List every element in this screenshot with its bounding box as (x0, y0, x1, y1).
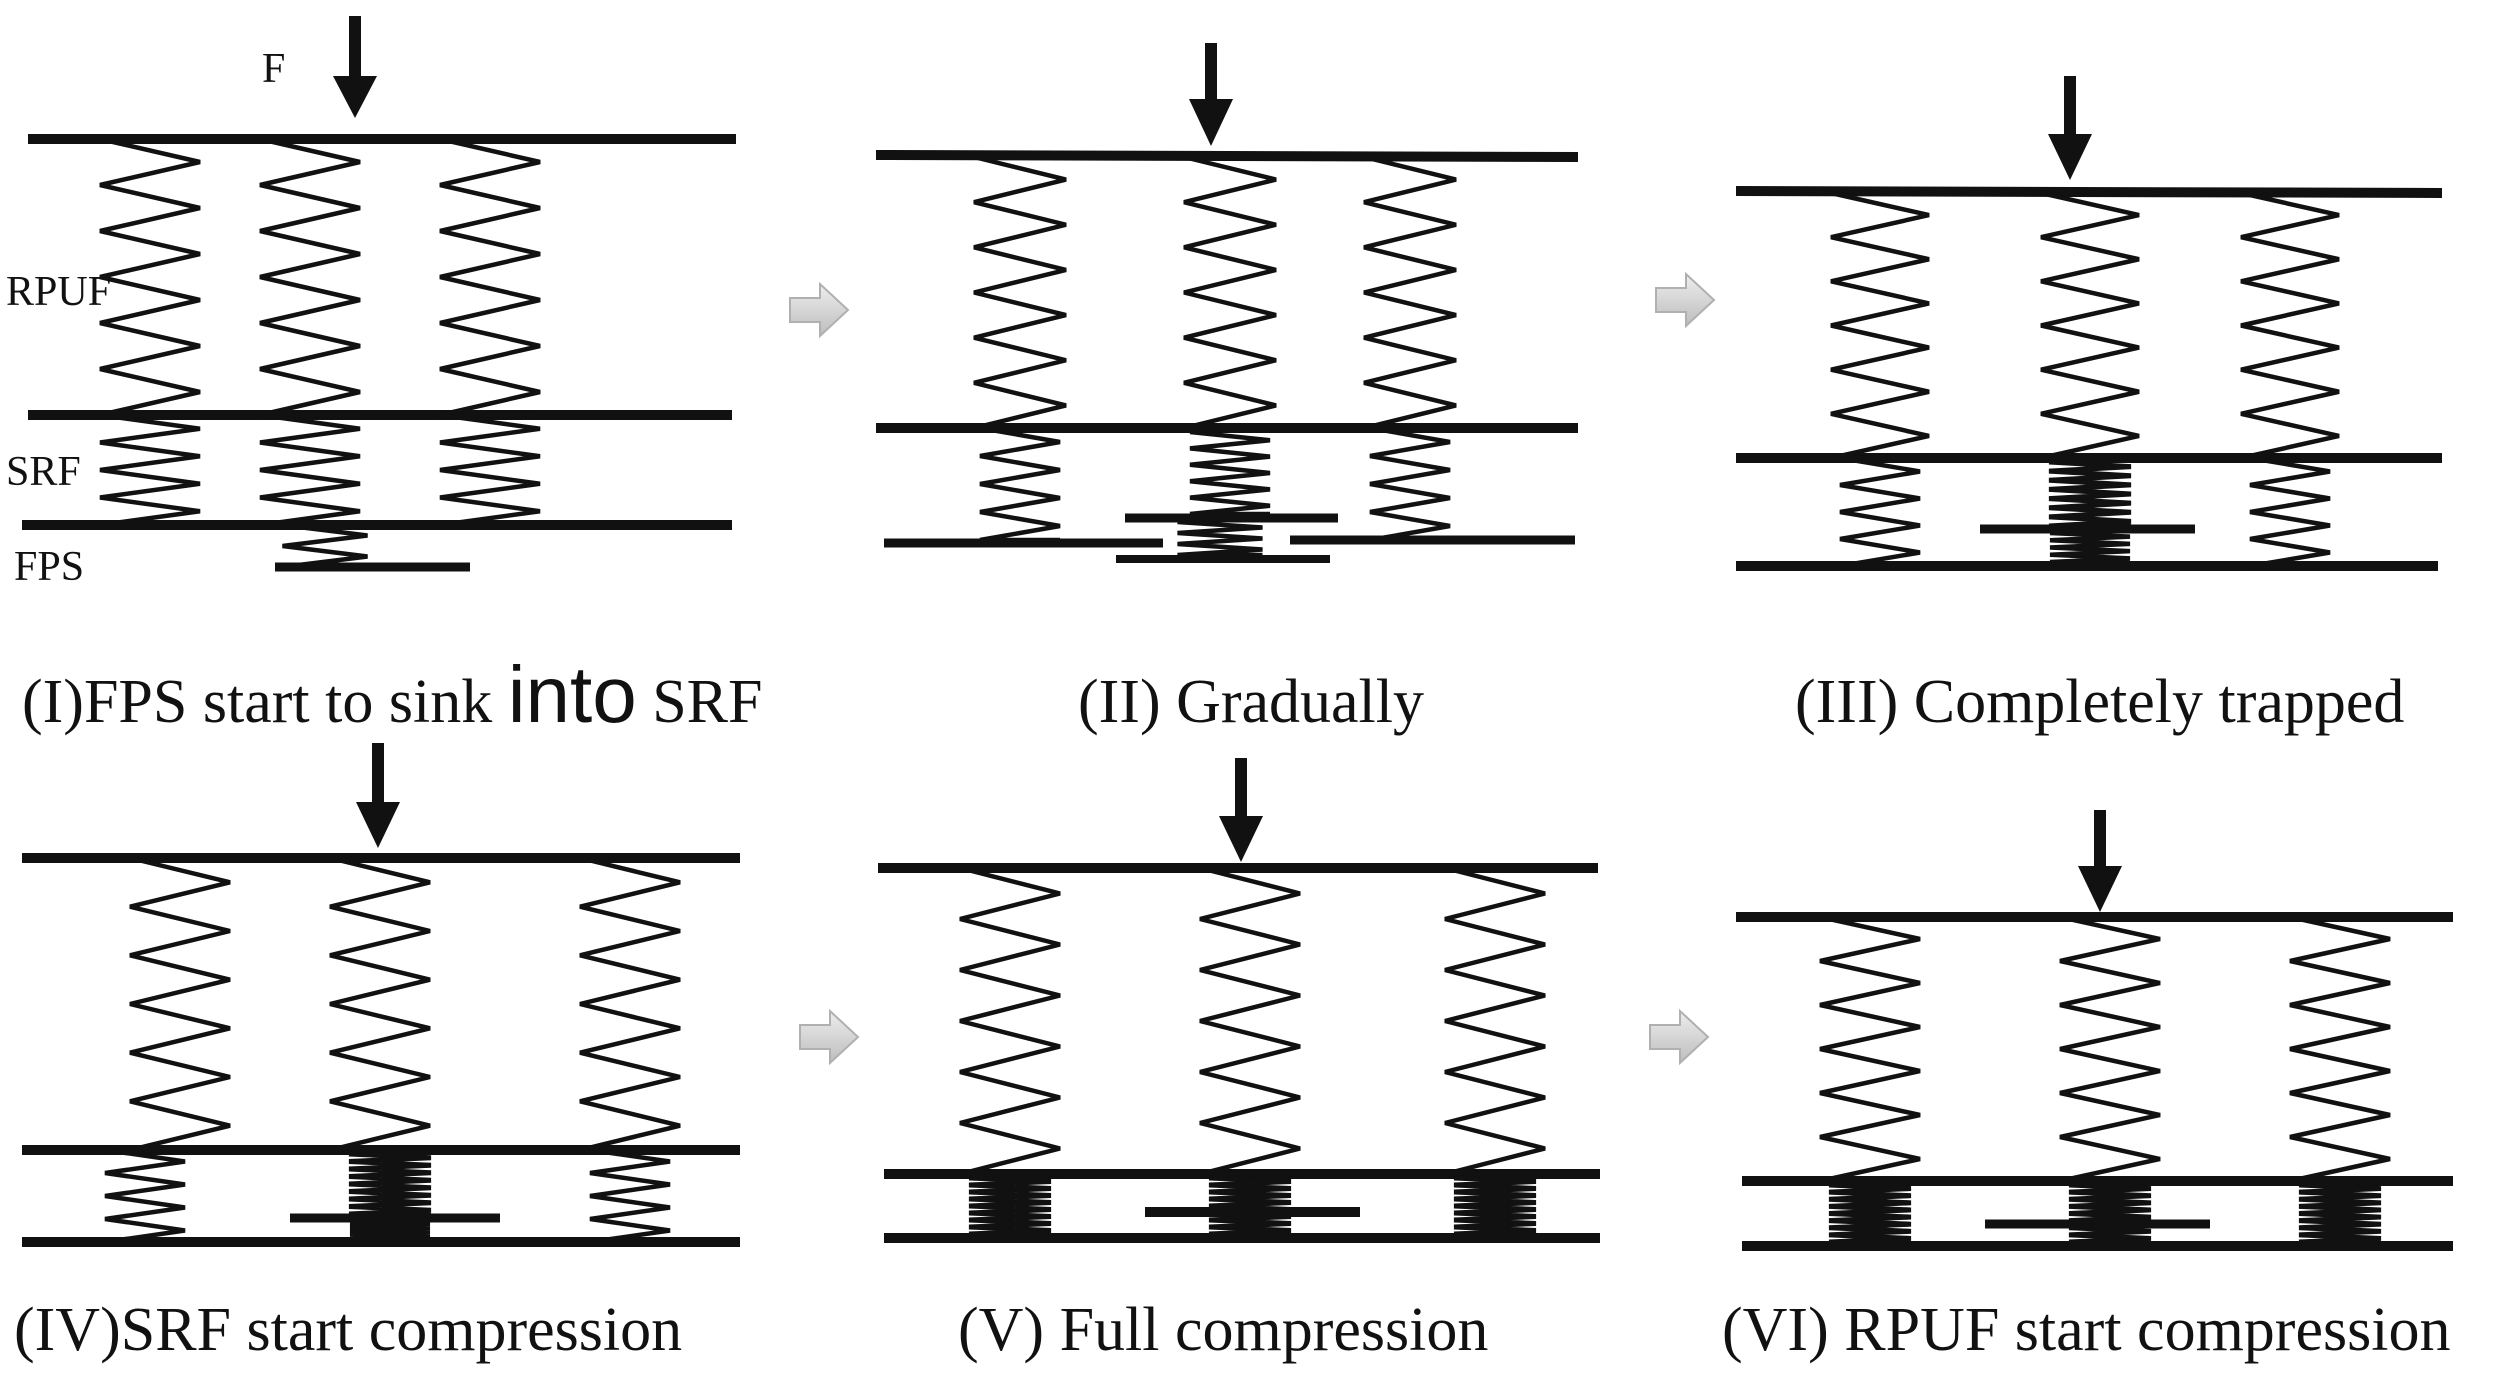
spring (348, 1151, 432, 1217)
panel-3: (III) Completely trapped (1735, 76, 2443, 736)
srf-springs (1828, 1182, 2382, 1245)
srf-springs (968, 1175, 1537, 1237)
rpuf-springs (1819, 914, 2391, 1184)
force-label: F (262, 46, 285, 92)
spring (129, 855, 231, 1153)
panel-4: (IV)SRF start compression (14, 743, 740, 1364)
spring (2298, 1182, 2382, 1245)
spring (2048, 459, 2132, 529)
fps-spring (349, 1219, 431, 1241)
fps-spring (282, 522, 368, 570)
panel-1: F RPUF SRF FPS (I)FPS start to sink into… (6, 16, 763, 739)
right-arrow-icon (789, 281, 850, 339)
down-arrow-icon (2048, 76, 2092, 180)
srf-spring-middle (2048, 459, 2132, 529)
spring (979, 425, 1061, 543)
rpuf-springs (99, 136, 541, 418)
rpuf-springs (959, 865, 1546, 1177)
caption-panel-3: (III) Completely trapped (1795, 668, 2404, 736)
spring (1828, 1182, 1912, 1245)
spring (2059, 914, 2161, 1184)
srf-spring-middle (348, 1151, 432, 1217)
spring (439, 412, 541, 528)
srf-label: SRF (6, 449, 81, 495)
down-arrow-icon (356, 743, 400, 848)
panel-2: (II) Gradually (875, 43, 1579, 736)
srf-springs (99, 412, 541, 528)
srf-springs (1839, 455, 2331, 569)
right-arrow-icon (1649, 1008, 1710, 1066)
spring (282, 522, 368, 570)
caption-panel-4: (IV)SRF start compression (14, 1296, 682, 1364)
spring (1189, 429, 1271, 517)
down-arrow-icon (1189, 43, 1233, 146)
srf-springs (979, 425, 1451, 543)
spring (1839, 455, 1921, 569)
spring (1453, 1175, 1537, 1237)
rpuf-label: RPUF (6, 269, 111, 315)
spring (349, 1219, 431, 1241)
spring (1830, 190, 1930, 461)
panel-6: (VI) RPUF start compression (1722, 810, 2453, 1364)
srf-spring-middle (1189, 429, 1271, 517)
spring (99, 412, 201, 528)
panel-5: (V) Full compression (878, 758, 1600, 1364)
caption-panel-2: (II) Gradually (1078, 668, 1424, 736)
right-arrow-icon (1655, 271, 1716, 329)
rpuf-springs (129, 855, 681, 1153)
caption-panel-6: (VI) RPUF start compression (1722, 1296, 2450, 1364)
top-plate (1735, 186, 2443, 198)
spring (973, 154, 1067, 431)
down-arrow-icon (2078, 810, 2122, 912)
fps-label: FPS (14, 544, 84, 590)
spring (1199, 865, 1301, 1177)
spring (579, 855, 681, 1153)
caption-panel-5: (V) Full compression (958, 1296, 1488, 1364)
spring (259, 412, 361, 528)
spring (2068, 1182, 2152, 1245)
srf-springs (104, 1147, 671, 1245)
spring (439, 136, 541, 418)
down-arrow-icon (333, 16, 377, 118)
down-arrow-icon (1219, 758, 1263, 862)
spring (329, 855, 431, 1153)
rpuf-springs (1830, 190, 2340, 461)
spring (1363, 154, 1457, 431)
spring (259, 136, 361, 418)
spring (2240, 190, 2340, 461)
spring (1177, 519, 1263, 558)
spring (2049, 530, 2131, 565)
fps-spring (1177, 519, 1263, 558)
spring (1183, 154, 1277, 431)
spring (2249, 455, 2331, 569)
spring (104, 1147, 186, 1245)
rpuf-springs (973, 154, 1457, 431)
fps-spring (2049, 530, 2131, 565)
spring (1369, 425, 1451, 543)
spring (968, 1175, 1052, 1237)
caption-panel-1: (I)FPS start to sink into SRF (22, 650, 763, 739)
spring (1208, 1175, 1292, 1237)
right-arrow-icon (799, 1008, 860, 1066)
spring (99, 136, 201, 418)
spring (1444, 865, 1546, 1177)
spring (2289, 914, 2391, 1184)
top-plate (875, 150, 1579, 162)
spring (2040, 190, 2140, 461)
spring (1819, 914, 1921, 1184)
spring (589, 1147, 671, 1245)
spring (959, 865, 1061, 1177)
